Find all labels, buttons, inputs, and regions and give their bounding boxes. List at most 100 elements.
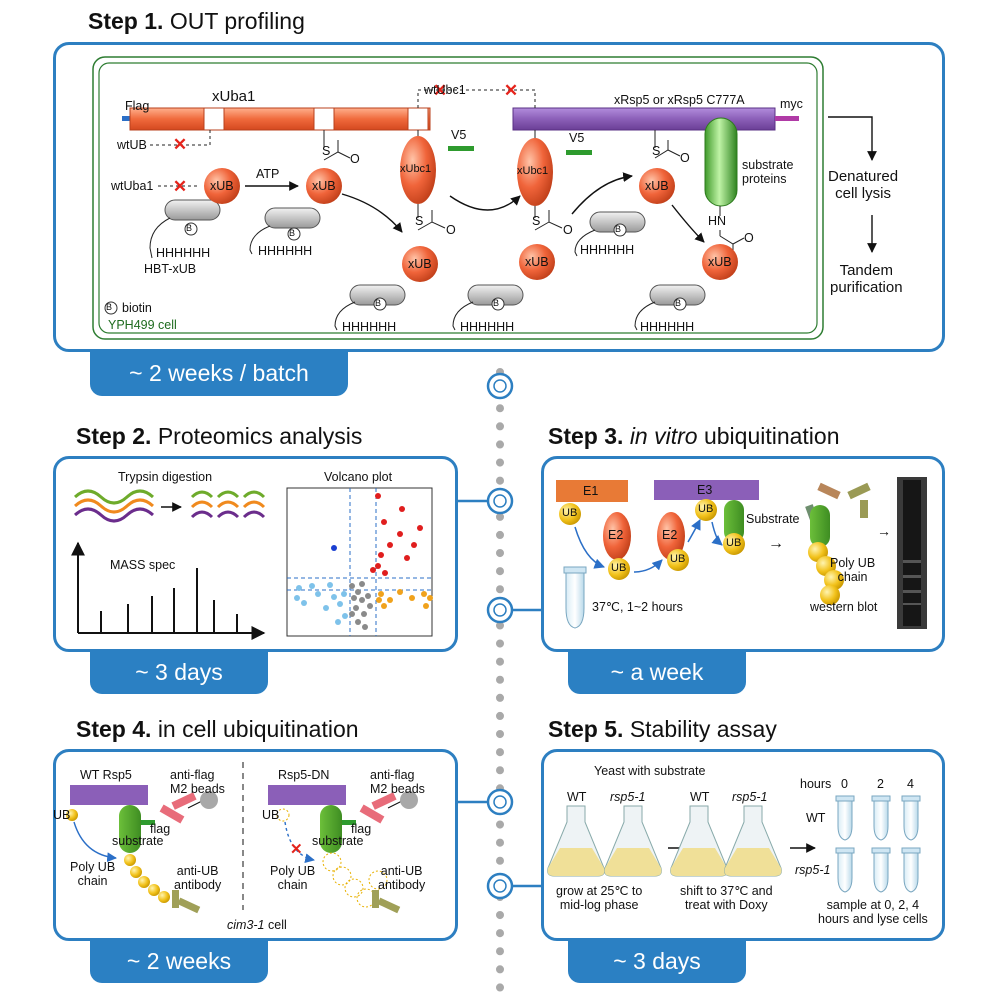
step2-title: Step 2. Proteomics analysis xyxy=(76,423,363,449)
step1-title: Step 1. OUT profiling xyxy=(88,8,305,34)
rsp5-1-label-2: rsp5-1 xyxy=(732,790,768,804)
substrate-protein-1 xyxy=(704,117,738,207)
e3-block xyxy=(654,480,759,500)
xub-label-1: xUB xyxy=(210,179,234,193)
step5-title: Step 5. Stability assay xyxy=(548,716,777,742)
anti-flag-label-right: anti-flag M2 beads xyxy=(370,768,425,797)
xub-label-4: xUB xyxy=(525,255,549,269)
step5-diagram xyxy=(547,795,921,893)
o-label-3: O xyxy=(563,223,573,237)
myc-tag xyxy=(775,116,799,121)
o-label-4: O xyxy=(680,151,690,165)
xub-ball-5 xyxy=(639,168,675,204)
xub-label-2: xUB xyxy=(312,179,336,193)
substrate-label-3: Substrate xyxy=(746,512,800,526)
xub-ball-4 xyxy=(519,244,555,280)
substrate-label-right: substrate xyxy=(312,834,364,848)
flag-label: Flag xyxy=(125,99,150,113)
o-label-2: O xyxy=(446,223,456,237)
yeast-substrate-label: Yeast with substrate xyxy=(594,764,706,778)
tandem-purification-label: Tandem purification xyxy=(830,262,903,297)
wt-rsp5-block xyxy=(70,785,148,805)
flask-rsp5-1 xyxy=(604,805,662,877)
s-label-1: S xyxy=(322,144,331,158)
sample-label: sample at 0, 2, 4 hours and lyse cells xyxy=(818,898,928,927)
xrsp5-label: xRsp5 or xRsp5 C777A xyxy=(614,93,745,107)
polyub-label-left: Poly UB chain xyxy=(70,860,116,889)
e1-label: E1 xyxy=(583,484,599,498)
biotin-b-1: B xyxy=(186,223,193,233)
xubc1-2 xyxy=(517,138,553,206)
step4-title: Step 4. in cell ubiquitination xyxy=(76,716,359,742)
western-label: western blot xyxy=(810,600,878,614)
o-label-5: O xyxy=(744,231,754,245)
biotin-b-3: B xyxy=(375,298,382,308)
m2-bead-right xyxy=(400,791,418,809)
hour-4-label: 4 xyxy=(907,777,914,791)
hours-label: hours xyxy=(800,777,832,791)
xuba1-bar xyxy=(129,107,431,131)
ub-label-3: UB xyxy=(670,553,686,565)
yph499-cell-label: YPH499 cell xyxy=(108,318,177,332)
flag-tag xyxy=(122,116,130,121)
hhh-label-6: HHHHHH xyxy=(640,320,695,334)
xub-ball-1 xyxy=(204,168,240,204)
wtuba1-label: wtUba1 xyxy=(111,179,154,193)
wtubc1-label: wtUbc1 xyxy=(424,83,466,97)
timeline xyxy=(458,368,541,994)
rsp5-1-row-label: rsp5-1 xyxy=(795,863,831,877)
e2-label-2: E2 xyxy=(662,528,678,542)
v5-label-1: V5 xyxy=(451,128,467,142)
step4-diagram: ✕ xyxy=(66,762,418,914)
step3-diagram: → → xyxy=(556,477,927,629)
hour-0-label: 0 xyxy=(841,777,848,791)
substrate-proteins-label: substrate proteins xyxy=(742,158,794,187)
e3-label: E3 xyxy=(697,483,713,497)
e2-label-1: E2 xyxy=(608,528,624,542)
substrate-left xyxy=(119,805,141,853)
volcano-plot-frame xyxy=(286,487,433,637)
biotin-b-4: B xyxy=(493,298,500,308)
step3-duration-badge: ~ a week xyxy=(568,650,746,694)
biotin-b-5: B xyxy=(615,224,622,234)
xubc1-label-1: xUbc1 xyxy=(400,163,432,175)
svg-text:✕: ✕ xyxy=(290,841,303,858)
ub-label-4: UB xyxy=(698,503,714,515)
trypsin-label: Trypsin digestion xyxy=(118,470,213,484)
flask-rsp5-2 xyxy=(724,805,782,877)
xub-label-3: xUB xyxy=(408,257,432,271)
wt-row-label: WT xyxy=(806,811,826,825)
e1-block xyxy=(556,480,628,502)
polyub-label-3: Poly UB chain xyxy=(830,556,876,585)
e2-1 xyxy=(603,512,631,560)
rsp5-dn-label: Rsp5-DN xyxy=(278,768,330,782)
svg-text:✕: ✕ xyxy=(433,81,447,100)
e2-2 xyxy=(657,512,685,560)
rsp5-1-label-1: rsp5-1 xyxy=(610,790,646,804)
hhh-label-2: HHHHHH xyxy=(258,244,313,258)
step2-duration-badge: ~ 3 days xyxy=(90,650,268,694)
step4-duration-badge: ~ 2 weeks xyxy=(90,939,268,983)
ub-label-1: UB xyxy=(562,507,578,519)
xub-ball-6 xyxy=(702,244,738,280)
hbt-xub-label: HBT-xUB xyxy=(144,262,197,276)
step5-duration-badge: ~ 3 days xyxy=(568,939,746,983)
xub-label-5: xUB xyxy=(645,179,669,193)
volcano-label: Volcano plot xyxy=(324,470,393,484)
wtub-label: wtUB xyxy=(117,138,147,152)
rsp5-dn-block xyxy=(268,785,346,805)
ub-label-4-left: UB xyxy=(53,808,71,822)
xuba1-label: xUba1 xyxy=(212,88,256,105)
s-label-3: S xyxy=(532,214,541,228)
hhh-label-4: HHHHHH xyxy=(460,320,515,334)
s-label-2: S xyxy=(415,214,424,228)
flag-label-right: flag xyxy=(351,822,372,836)
hour-2-label: 2 xyxy=(877,777,884,791)
biotin-b-2: B xyxy=(289,228,296,238)
biotin-legend-b: B xyxy=(106,302,113,312)
wt-rsp5-label: WT Rsp5 xyxy=(80,768,132,782)
cim3-cell-label: cim3-1 cell xyxy=(227,918,287,932)
v5-tag-1 xyxy=(448,146,474,151)
shift-label: shift to 37℃ and treat with Doxy xyxy=(680,884,773,913)
xub-label-6: xUB xyxy=(708,255,732,269)
